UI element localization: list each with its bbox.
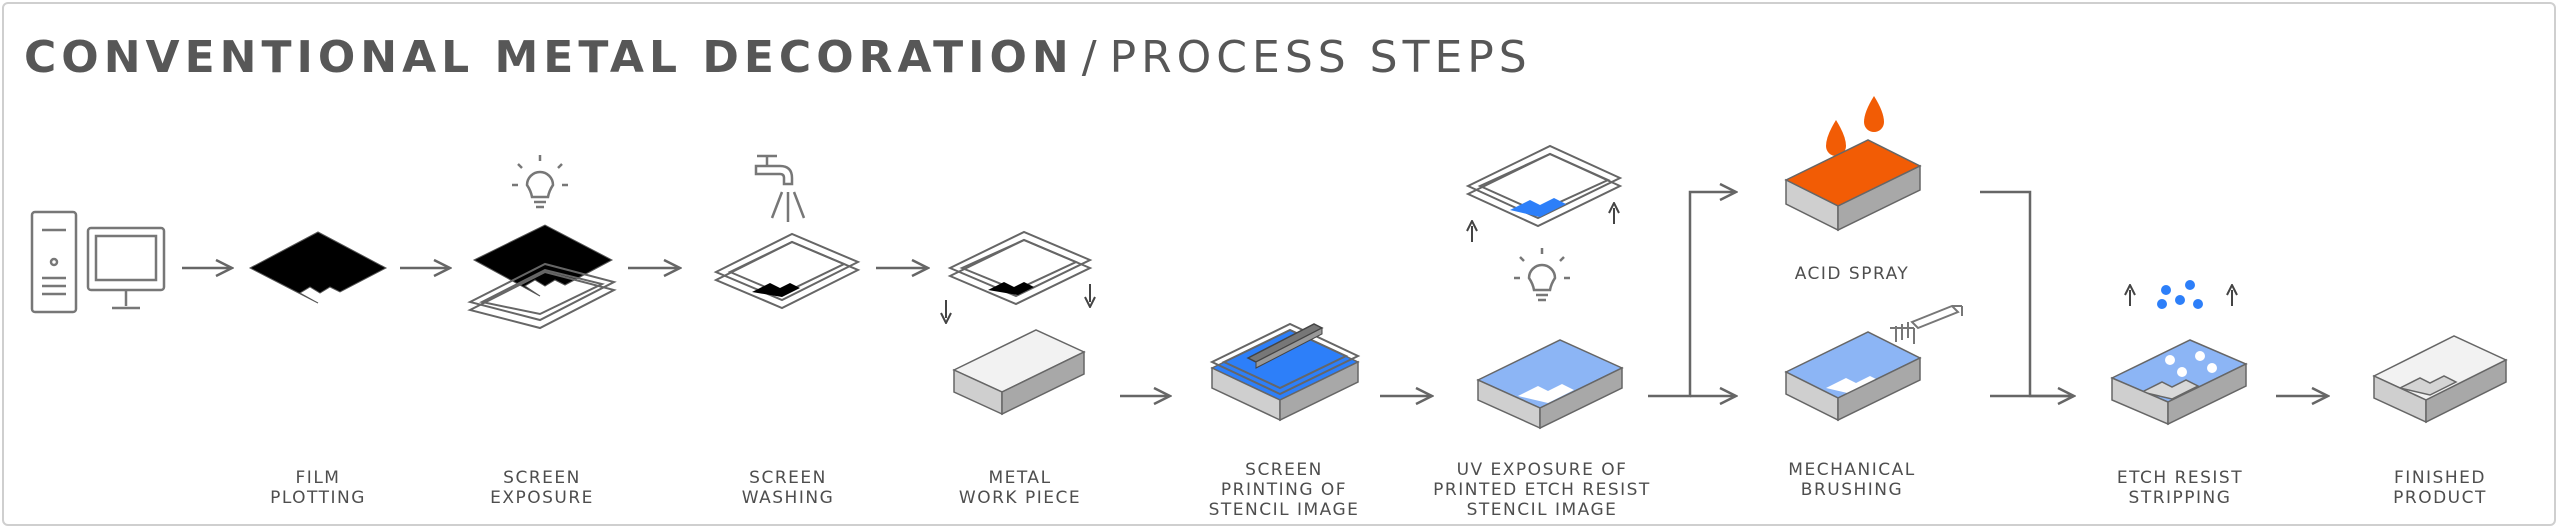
lamp-icon <box>512 155 568 209</box>
step-label-acid-spray: ACID SPRAY <box>1795 264 1910 284</box>
film-icon <box>472 224 614 297</box>
film-icon <box>248 231 388 304</box>
step-label-line: MECHANICAL <box>1788 460 1916 480</box>
metal-block-icon <box>1210 329 1360 422</box>
metal-block-icon <box>2110 339 2248 426</box>
screen-frame-icon <box>1465 144 1623 228</box>
step-label-line: METAL <box>988 468 1052 488</box>
step-label-line: STENCIL IMAGE <box>1208 500 1360 520</box>
step-label-mechanical-brushing: MECHANICAL BRUSHING <box>1788 460 1915 500</box>
screen-frame-icon <box>947 230 1093 306</box>
step-label-line: UV EXPOSURE OF <box>1456 460 1628 480</box>
squeegee-icon <box>1246 323 1324 369</box>
computer-icon <box>30 210 166 314</box>
screen-frame-icon <box>467 262 617 330</box>
screen-frame-icon <box>713 232 861 310</box>
step-label-line: SCREEN <box>503 468 581 488</box>
step-label-line: STRIPPING <box>2128 488 2232 508</box>
step-label-line: PRINTING OF <box>1220 480 1348 500</box>
step-label-line: FILM <box>295 468 341 488</box>
screen-frame-icon <box>1209 322 1361 396</box>
metal-block-icon <box>952 329 1086 416</box>
step-label-line: EXPOSURE <box>490 488 594 508</box>
step-label-line: ETCH RESIST <box>2116 468 2244 488</box>
title-separator: / <box>1081 32 1102 83</box>
step-label-line: PLOTTING <box>270 488 366 508</box>
small-arrows <box>946 284 1090 318</box>
step-label-screen-washing: SCREEN WASHING <box>742 468 835 508</box>
step-label-line: WORK PIECE <box>958 488 1082 508</box>
step-label-line: ACID SPRAY <box>1794 264 1910 284</box>
page-title: CONVENTIONAL METAL DECORATION/PROCESS ST… <box>24 32 1532 83</box>
metal-block-icon <box>1476 339 1624 430</box>
arrow-icon <box>182 192 2328 396</box>
metal-block-icon <box>1784 139 1922 232</box>
dots-icon <box>2157 280 2203 309</box>
brush-icon <box>1890 304 1963 344</box>
step-label-uv-exposure: UV EXPOSURE OF PRINTED ETCH RESIST STENC… <box>1433 460 1651 520</box>
metal-block-icon <box>2372 335 2508 424</box>
step-label-line: BRUSHING <box>1800 480 1904 500</box>
step-label-line: STENCIL IMAGE <box>1466 500 1618 520</box>
step-label-film-plotting: FILM PLOTTING <box>270 468 366 508</box>
lamp-icon <box>1514 248 1570 302</box>
metal-block-icon <box>1784 331 1922 422</box>
step-label-line: SCREEN <box>749 468 827 488</box>
step-label-line: PRODUCT <box>2393 488 2487 508</box>
acid-drop-icon <box>1826 96 1884 156</box>
step-label-line: SCREEN <box>1245 460 1323 480</box>
small-arrows <box>2130 290 2232 306</box>
step-label-metal-work-piece: METAL WORK PIECE <box>959 468 1081 508</box>
title-sub: PROCESS STEPS <box>1109 32 1532 83</box>
step-label-line: PRINTED ETCH RESIST <box>1433 480 1651 500</box>
title-main: CONVENTIONAL METAL DECORATION <box>24 32 1074 83</box>
step-label-etch-resist-stripping: ETCH RESIST STRIPPING <box>2117 468 2243 508</box>
step-label-line: WASHING <box>741 488 835 508</box>
dots-icon <box>2165 351 2217 377</box>
small-arrows <box>1472 208 1614 242</box>
step-label-finished-product: FINISHED PRODUCT <box>2393 468 2487 508</box>
faucet-icon <box>754 154 806 222</box>
step-label-line: FINISHED <box>2394 468 2486 488</box>
step-label-screen-exposure: SCREEN EXPOSURE <box>490 468 594 508</box>
step-label-screen-printing: SCREEN PRINTING OF STENCIL IMAGE <box>1209 460 1360 520</box>
